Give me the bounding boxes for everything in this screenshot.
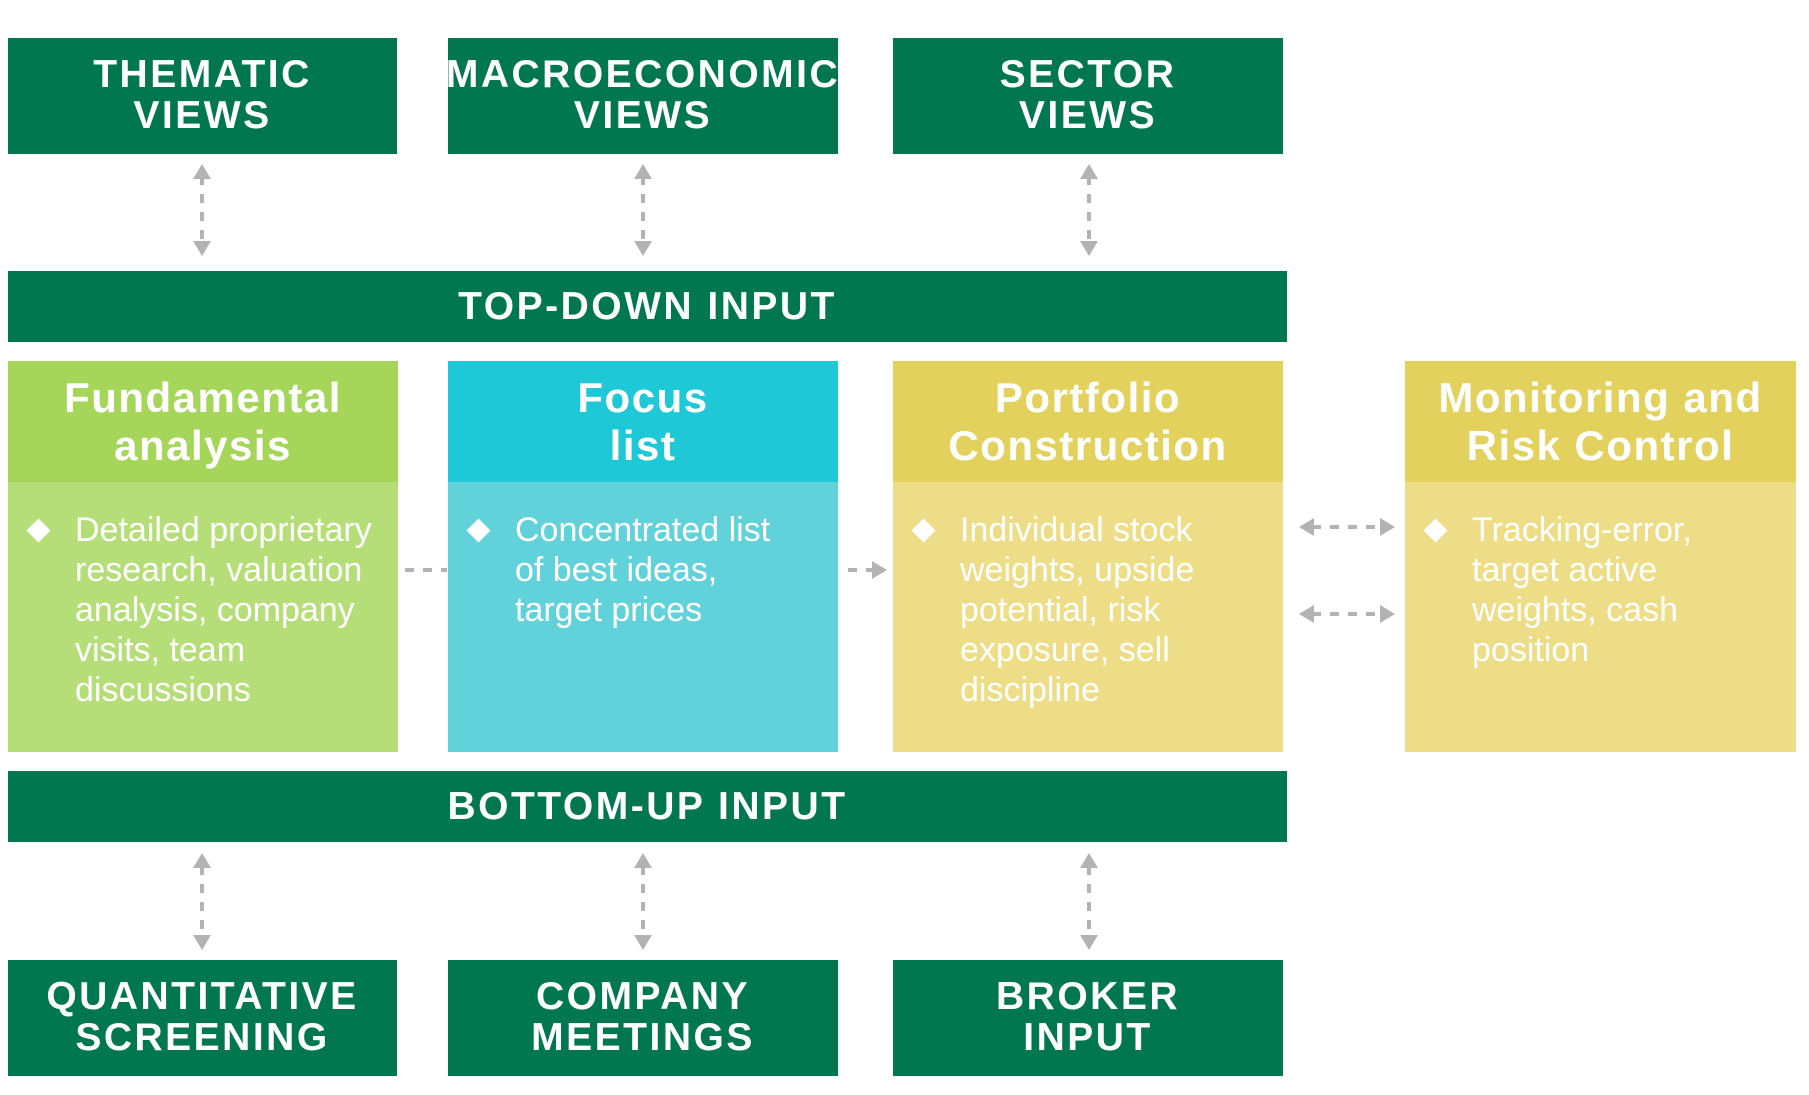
arrowhead-right-icon xyxy=(1380,518,1395,536)
arrowhead-down-icon xyxy=(1080,241,1098,256)
stage-description: Individual stock weights, upside potenti… xyxy=(960,511,1195,709)
stage-focus-list: Focus list Concentrated list of best ide… xyxy=(448,361,838,752)
broker-input-label: BROKER INPUT xyxy=(995,975,1180,1059)
stage-focus-list-body: Concentrated list of best ideas, target … xyxy=(448,482,838,752)
stage-title: Monitoring and Risk Control xyxy=(1438,374,1763,469)
arrowhead-up-icon xyxy=(193,853,211,868)
top-down-input-bar: TOP-DOWN INPUT xyxy=(8,271,1287,342)
stage-portfolio-construction-body: Individual stock weights, upside potenti… xyxy=(893,482,1283,752)
arrowhead-down-icon xyxy=(193,241,211,256)
bottom-up-input-bar: BOTTOM-UP INPUT xyxy=(8,771,1287,842)
stage-title: Fundamental analysis xyxy=(64,374,342,469)
stage-title: Portfolio Construction xyxy=(948,374,1228,469)
stage-fundamental-analysis: Fundamental analysis Detailed proprietar… xyxy=(8,361,398,752)
arrowhead-up-icon xyxy=(1080,164,1098,179)
stage-portfolio-construction-header: Portfolio Construction xyxy=(893,361,1283,482)
thematic-views-label: THEMATIC VIEWS xyxy=(93,53,312,137)
arrowhead-down-icon xyxy=(634,241,652,256)
stage-fundamental-analysis-body: Detailed proprietary research, valuation… xyxy=(8,482,398,752)
arrowhead-up-icon xyxy=(1080,853,1098,868)
arrowhead-down-icon xyxy=(193,935,211,950)
company-meetings-box: COMPANY MEETINGS xyxy=(448,960,838,1076)
stage-description: Detailed proprietary research, valuation… xyxy=(75,511,372,709)
arrowhead-up-icon xyxy=(634,853,652,868)
arrowhead-right-icon xyxy=(872,561,887,579)
macroeconomic-views-box: MACROECONOMIC VIEWS xyxy=(445,38,841,154)
arrowhead-left-icon xyxy=(1299,518,1314,536)
arrowhead-up-icon xyxy=(634,164,652,179)
sector-views-box: SECTOR VIEWS xyxy=(893,38,1283,154)
quantitative-screening-label: QUANTITATIVE SCREENING xyxy=(46,975,359,1059)
sector-views-label: SECTOR VIEWS xyxy=(999,53,1177,137)
stage-monitoring-risk-control-header: Monitoring and Risk Control xyxy=(1405,361,1796,482)
stage-focus-list-header: Focus list xyxy=(448,361,838,482)
stage-portfolio-construction: Portfolio Construction Individual stock … xyxy=(893,361,1283,752)
arrowhead-right-icon xyxy=(1380,605,1395,623)
company-meetings-label: COMPANY MEETINGS xyxy=(531,975,755,1059)
stage-title: Focus list xyxy=(577,374,709,469)
stage-monitoring-risk-control: Monitoring and Risk Control Tracking-err… xyxy=(1405,361,1796,752)
arrowhead-down-icon xyxy=(1080,935,1098,950)
macroeconomic-views-label: MACROECONOMIC VIEWS xyxy=(445,53,841,137)
stage-description: Concentrated list of best ideas, target … xyxy=(515,511,771,629)
arrowhead-down-icon xyxy=(634,935,652,950)
arrowhead-left-icon xyxy=(1299,605,1314,623)
stage-description: Tracking-error, target active weights, c… xyxy=(1472,511,1692,669)
bottom-up-input-label: BOTTOM-UP INPUT xyxy=(447,784,848,828)
quantitative-screening-box: QUANTITATIVE SCREENING xyxy=(8,960,397,1076)
stage-fundamental-analysis-header: Fundamental analysis xyxy=(8,361,398,482)
thematic-views-box: THEMATIC VIEWS xyxy=(8,38,397,154)
broker-input-box: BROKER INPUT xyxy=(893,960,1283,1076)
stage-monitoring-risk-control-body: Tracking-error, target active weights, c… xyxy=(1405,482,1796,752)
top-down-input-label: TOP-DOWN INPUT xyxy=(458,284,837,328)
arrowhead-up-icon xyxy=(193,164,211,179)
